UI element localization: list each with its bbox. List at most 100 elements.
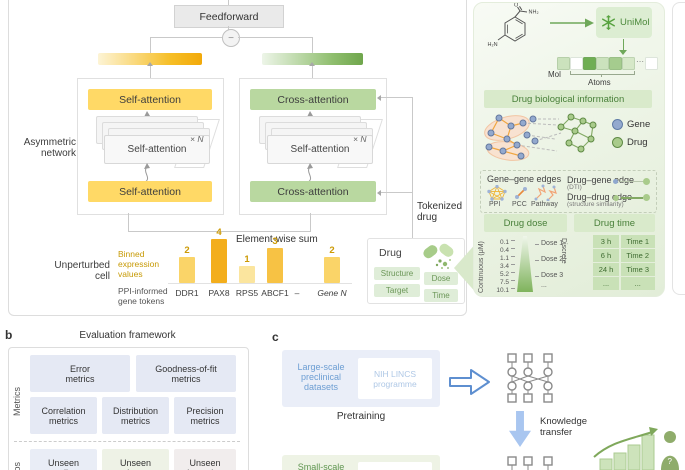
minus-node: − xyxy=(222,29,240,47)
tick-mark xyxy=(511,288,515,289)
time-cell: Time 2 xyxy=(620,249,655,262)
finetune-dataset-label: Small-scale xyxy=(297,462,345,470)
drug-drug-glyph-line xyxy=(621,197,643,199)
pathway-label: Pathway xyxy=(531,201,558,208)
expression-bar-group: 2 xyxy=(324,227,340,283)
metric-box: Distribution metrics xyxy=(102,397,169,434)
elementwise-sum-label: Element-wise sum xyxy=(236,234,318,245)
drug-legend-dot xyxy=(612,137,623,148)
tick-mark xyxy=(535,276,539,277)
time-cell: 3 h xyxy=(593,235,619,248)
tick-mark xyxy=(535,260,539,261)
knowledge-transfer-label: Knowledge transfer xyxy=(540,416,588,438)
atom-token-square xyxy=(622,57,635,70)
unimol-label: UniMol xyxy=(620,17,650,28)
connector-line xyxy=(381,97,412,98)
bar-baseline xyxy=(168,283,352,284)
continuous-axis-label: Continuous (μM) xyxy=(478,241,485,293)
unimol-box: UniMol xyxy=(596,7,652,38)
gene-token-label: PAX8 xyxy=(208,288,230,298)
dose-level-label: ... xyxy=(541,282,547,289)
self-attention-label: Self-attention xyxy=(127,144,187,155)
tick-mark xyxy=(511,280,515,281)
metric-box: Precision metrics xyxy=(174,397,236,434)
tick-mark xyxy=(535,244,539,245)
arrow-left-icon xyxy=(377,95,381,101)
drug-gene-glyph-gene-dot xyxy=(613,179,618,184)
expression-bar xyxy=(179,257,195,283)
cross-attention-bottom: Cross-attention xyxy=(250,181,376,202)
feedforward-label: Feedforward xyxy=(199,10,259,23)
atoms-label: Atoms xyxy=(588,78,611,87)
gene-token-label: RPS5 xyxy=(235,288,259,298)
pcc-icon xyxy=(515,187,527,199)
time-cell: Time 3 xyxy=(620,263,655,276)
drug-bio-header: Drug biological information xyxy=(484,90,652,108)
panel-b-title: Evaluation framework xyxy=(79,330,176,341)
cross-attention-top: Cross-attention xyxy=(250,89,376,110)
expression-bar-group: 3 xyxy=(267,227,283,283)
scenario-box: Unseen drugs xyxy=(102,449,169,470)
bar-value: 3 xyxy=(272,236,278,247)
dose-tick: 0.4 xyxy=(499,247,509,254)
block-arrow-right-icon xyxy=(449,369,490,395)
atom-token-square xyxy=(583,57,596,70)
drug-gene-edge-label: Drug–gene edge xyxy=(567,175,635,185)
dose-tick: 0.1 xyxy=(499,239,509,246)
connector-line xyxy=(228,26,229,30)
drug-drug-glyph-dot xyxy=(613,195,619,201)
gene-token-label: DDR1 xyxy=(175,288,199,298)
drug-time-band: Time xyxy=(424,289,458,302)
self-attention-stack: Self-attention xyxy=(267,135,373,164)
gene-token-label: Gene N xyxy=(317,288,347,298)
connector-line xyxy=(623,39,624,50)
drug-time-table: 3 h Time 1 6 h Time 2 24 h Time 3 ... ..… xyxy=(593,235,655,290)
pill-icon xyxy=(423,243,454,269)
block-arrow-down-icon xyxy=(509,411,531,447)
neural-network-icon xyxy=(507,353,553,403)
time-cell: ... xyxy=(620,277,655,290)
pcc-label: PCC xyxy=(512,201,527,208)
dose-tick: 10.1 xyxy=(496,287,509,294)
drug-dose-header: Drug dose xyxy=(484,214,567,232)
tick-mark xyxy=(511,264,515,265)
connector-line xyxy=(412,97,413,240)
drug-drug-edge-label: Drug–drug edge xyxy=(567,192,633,202)
drug-box-title: Drug xyxy=(379,247,402,259)
scenario-box: Unseen dose–time xyxy=(174,449,236,470)
expression-bar xyxy=(324,257,340,283)
connector-line xyxy=(150,37,151,53)
repeat-n-label: × N xyxy=(190,134,204,144)
pretraining-caption: Pretraining xyxy=(336,411,386,422)
ppi-icon xyxy=(487,185,507,201)
gene-embedding-bar xyxy=(98,53,202,65)
pathway-icon xyxy=(534,184,557,201)
drug-dose-band: Dose xyxy=(424,272,458,285)
expression-bar-group: 4 xyxy=(211,227,227,283)
drug-legend-label: Drug xyxy=(627,137,648,148)
neural-network-icon xyxy=(507,456,553,470)
bar-value: 2 xyxy=(329,245,335,256)
self-attention-stack: Self-attention xyxy=(104,135,210,164)
self-attention-top: Self-attention xyxy=(88,89,212,110)
arrow-up-icon xyxy=(309,62,315,66)
self-attention-bottom: Self-attention xyxy=(88,181,212,202)
expression-bar xyxy=(239,266,255,283)
gene-legend-dot xyxy=(612,119,623,130)
molecule-h2n-label: H₂N xyxy=(488,42,498,48)
pretrain-dataset-label: Large-scale preclinical datasets xyxy=(297,362,345,392)
time-cell: 6 h xyxy=(593,249,619,262)
molecule-o-label: O xyxy=(514,3,519,9)
minus-symbol: − xyxy=(228,32,234,44)
finetune-dataset-box: Small-scale xyxy=(282,455,440,470)
bar-value: 4 xyxy=(216,227,222,238)
drug-tower: Cross-attention Self-attention × N Cross… xyxy=(239,78,387,215)
dose-level-label: Dose 3 xyxy=(541,272,564,279)
metrics-axis-label: Metrics xyxy=(12,387,22,416)
person-question-mark: ? xyxy=(668,457,673,466)
connector-line xyxy=(312,65,313,78)
feedforward-box: Feedforward xyxy=(174,5,284,28)
expression-bar xyxy=(267,248,283,283)
drug-summary-box: Drug Structure Target Dose Time xyxy=(367,238,465,304)
